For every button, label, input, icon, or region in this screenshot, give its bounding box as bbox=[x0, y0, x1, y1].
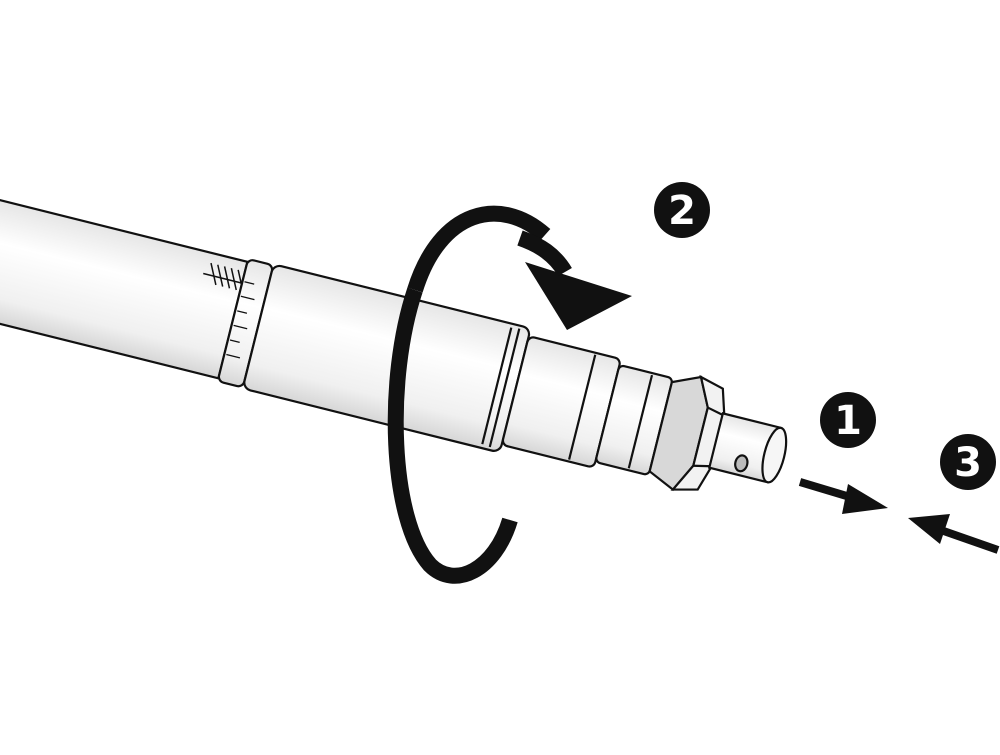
arrow-left-icon bbox=[908, 514, 1000, 554]
wrench-tube bbox=[0, 187, 249, 380]
ring-ticks bbox=[226, 281, 255, 359]
step-label-1: 1 bbox=[834, 398, 862, 444]
scale-marks bbox=[203, 262, 248, 292]
step-badge-2: 2 bbox=[654, 182, 710, 238]
step-label-2: 2 bbox=[668, 188, 696, 234]
circular-arrow-icon bbox=[387, 287, 518, 584]
step-badge-1: 1 bbox=[820, 392, 876, 448]
step-badge-3: 3 bbox=[940, 434, 996, 490]
step-label-3: 3 bbox=[954, 440, 982, 486]
rotation-arrow-back bbox=[407, 205, 551, 293]
wrench-body bbox=[0, 187, 788, 492]
rotation-arrow-head bbox=[525, 262, 632, 330]
detent-ball bbox=[734, 454, 749, 473]
arrow-right-icon bbox=[798, 478, 888, 514]
